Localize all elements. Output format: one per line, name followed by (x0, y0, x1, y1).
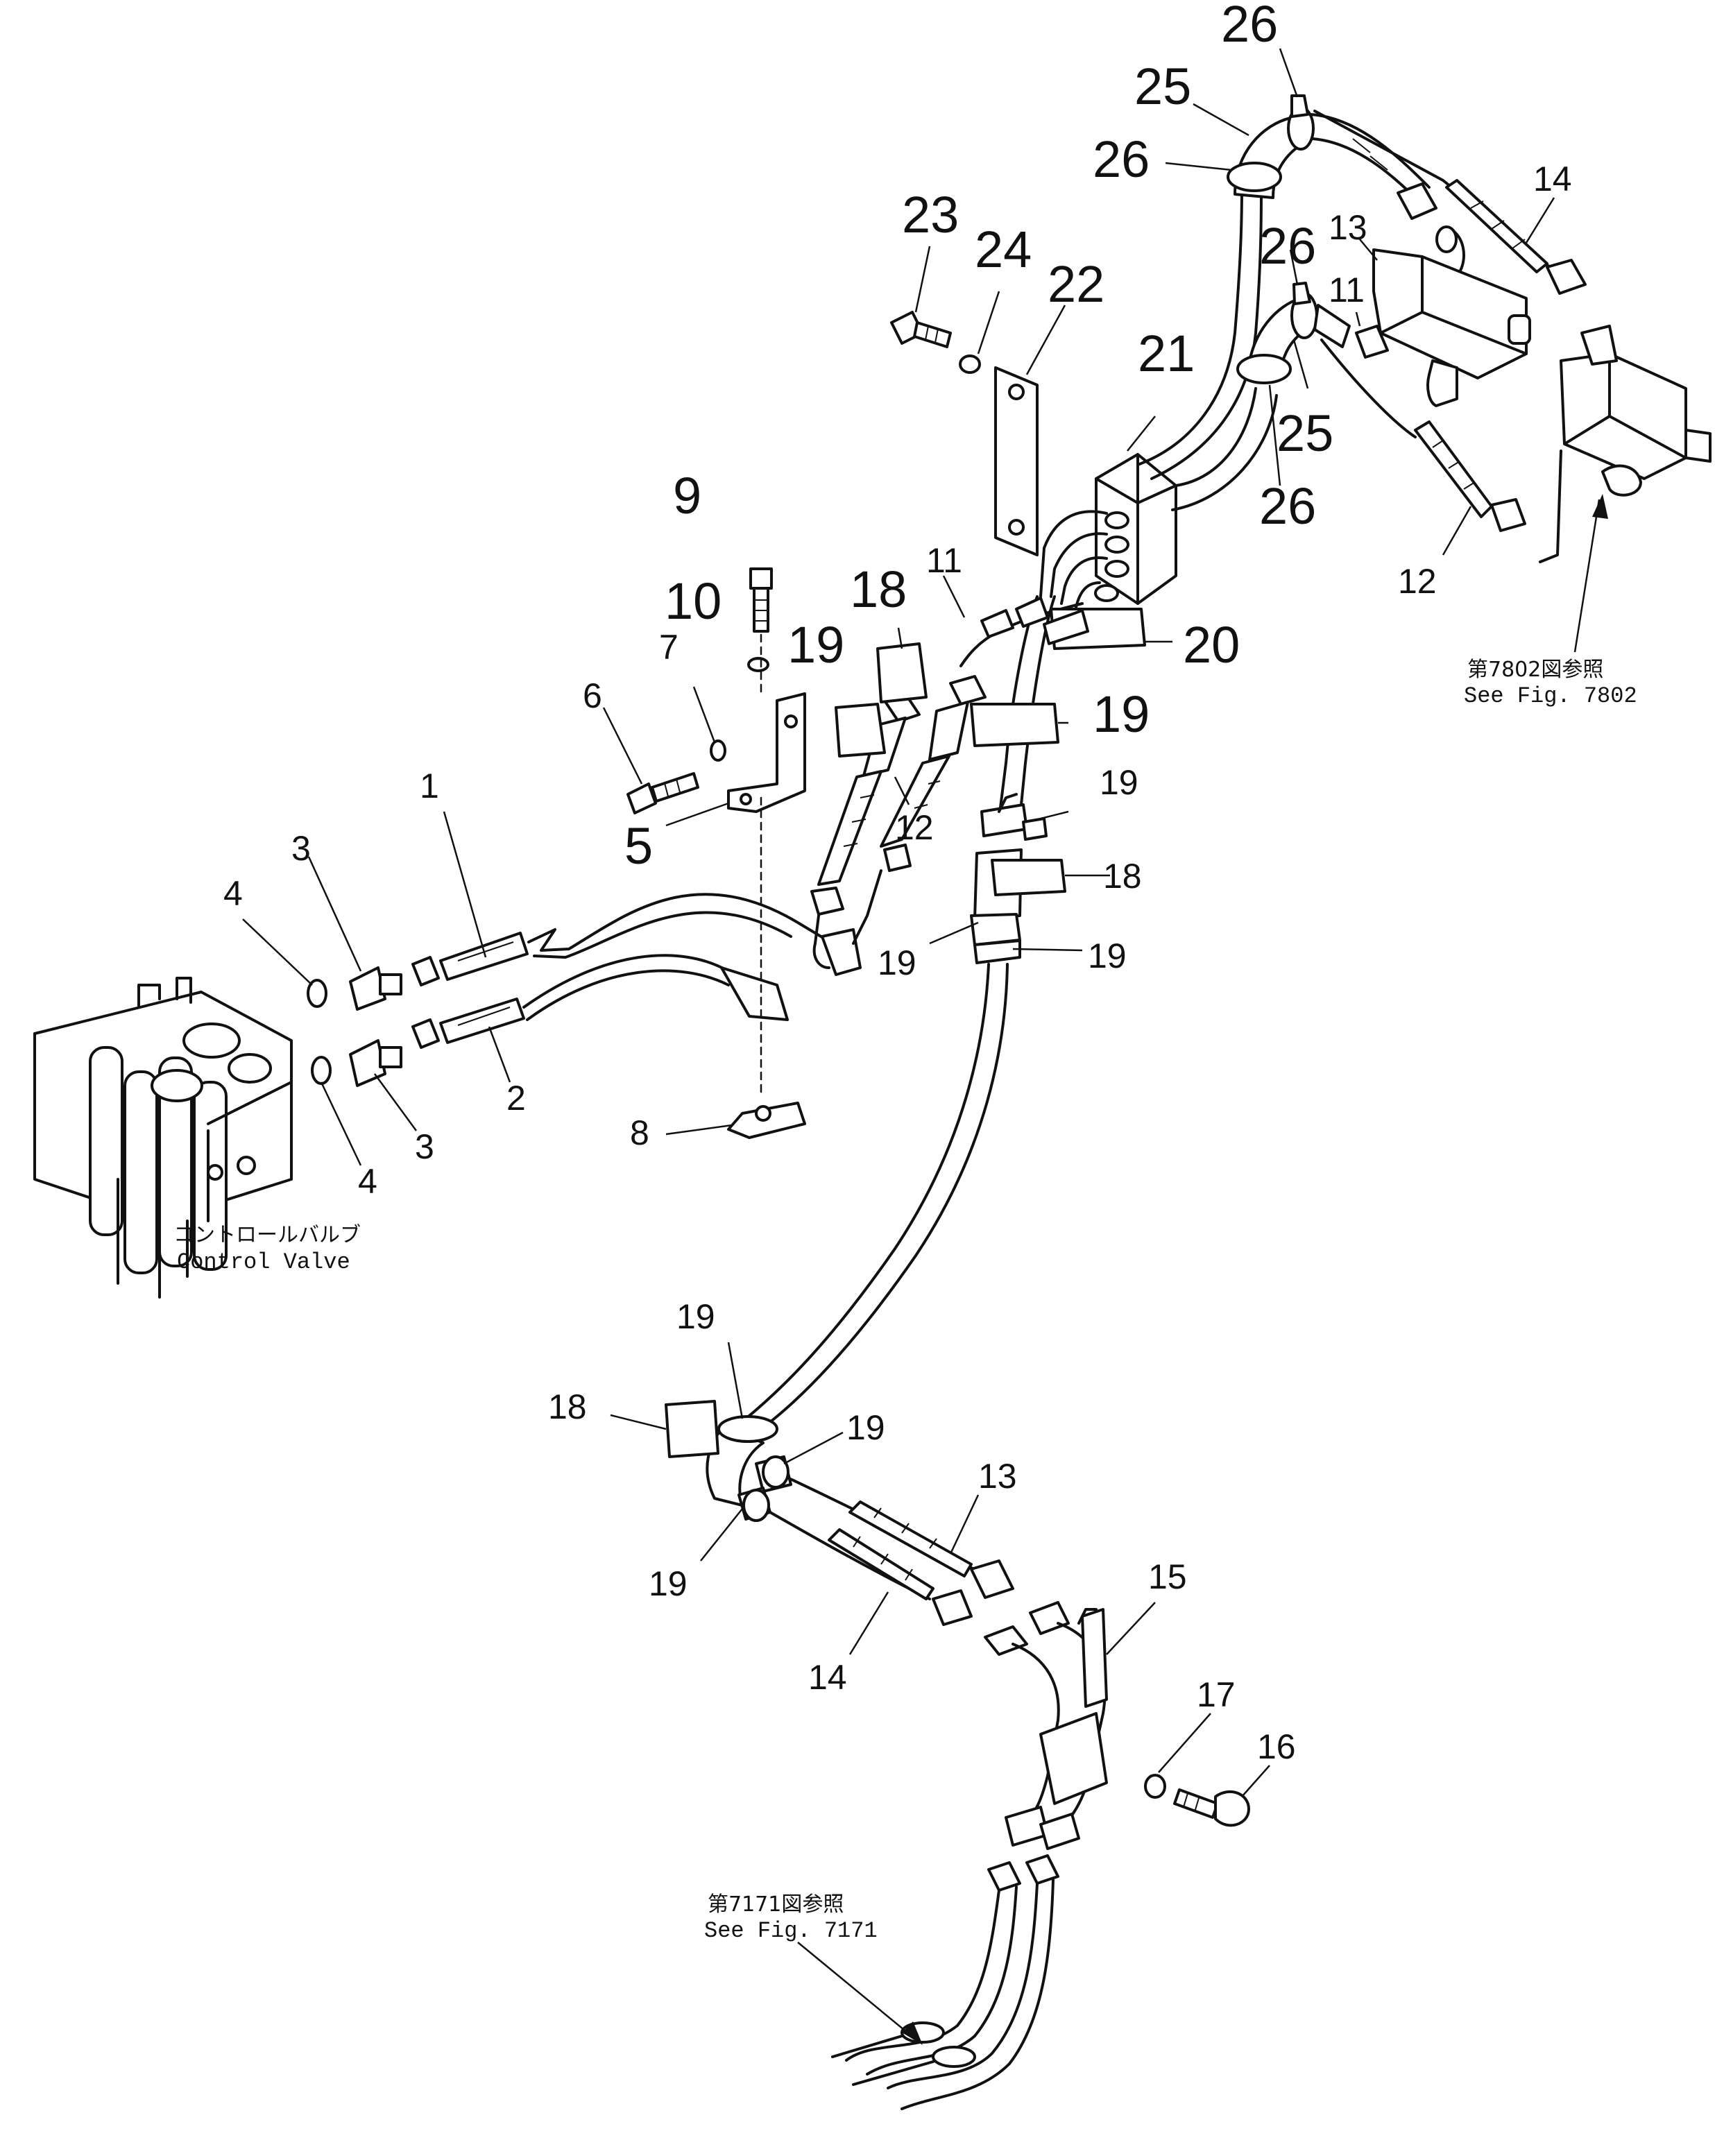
callout-1: 1 (420, 767, 439, 805)
callout-8: 8 (630, 1113, 649, 1152)
upper-valve-block-right (1539, 325, 1712, 563)
upper-hose-elbow-top (1136, 94, 1587, 480)
callout-4-upper: 4 (223, 874, 243, 913)
callout-9: 9 (673, 467, 701, 524)
ref-7802-label-jp: 第7802図参照 (1467, 658, 1603, 682)
control-valve-label-jp: コントロールバルブ (173, 1223, 361, 1247)
washer-24 (959, 354, 981, 374)
callout-23: 23 (902, 186, 959, 243)
lower-elbow (665, 1400, 1014, 1626)
tag-19-right (970, 703, 1059, 747)
bottom-hoses (831, 1854, 1059, 2110)
ref-7802-label-en: See Fig. 7802 (1464, 683, 1637, 709)
callout-17: 17 (1197, 1675, 1236, 1714)
callout-12-center: 12 (895, 808, 934, 847)
pipe-assembly-15 (984, 1601, 1108, 1850)
callout-26-lower: 26 (1259, 477, 1316, 535)
callout-16: 16 (1257, 1727, 1296, 1766)
callout-19-mid-left: 19 (878, 943, 916, 982)
ref-7171-label-jp: 第7171図参照 (708, 1892, 844, 1917)
ref-7171-label-en: See Fig. 7171 (704, 1918, 878, 1944)
callout-19-mid-upper: 19 (1100, 763, 1138, 802)
tag-19-left (835, 703, 886, 758)
callout-25-top: 25 (1134, 58, 1191, 115)
callout-20: 20 (1183, 616, 1240, 674)
callout-15: 15 (1148, 1557, 1187, 1596)
washer-10 (747, 657, 769, 672)
callout-18-mid: 18 (1103, 857, 1142, 896)
callout-7: 7 (659, 628, 678, 667)
callout-19-lower-top: 19 (676, 1297, 715, 1336)
callout-22: 22 (1048, 255, 1104, 313)
upper-valve-block-left (1372, 225, 1531, 407)
o-ring-lower (311, 1056, 332, 1085)
bolt-6 (626, 772, 699, 814)
callout-4-lower: 4 (358, 1162, 377, 1201)
callout-18-lower: 18 (548, 1387, 587, 1426)
callout-3-upper: 3 (291, 829, 311, 868)
tag-18-mid (991, 859, 1066, 896)
callout-24: 24 (975, 221, 1032, 278)
clamp-8 (727, 1102, 806, 1139)
callout-3-lower: 3 (415, 1127, 434, 1166)
bolt-16 (1173, 1788, 1250, 1827)
hose-block-21 (1039, 453, 1177, 612)
callout-25-mid: 25 (1277, 404, 1333, 462)
callout-11-center: 11 (926, 541, 962, 580)
hose-12-center (810, 692, 921, 916)
adapter-lower (349, 1039, 402, 1087)
callout-21: 21 (1138, 325, 1195, 382)
callout-13-upper: 13 (1329, 208, 1367, 247)
callout-13-lower: 13 (978, 1457, 1017, 1496)
hose-2 (411, 954, 789, 1049)
hose-1 (411, 893, 862, 986)
tag-18-top (876, 642, 928, 703)
callout-26-top: 26 (1221, 0, 1278, 53)
washer-17 (1144, 1774, 1166, 1799)
callout-26-upper: 26 (1093, 130, 1150, 188)
leader-lines (242, 48, 1555, 1797)
callout-26-mid: 26 (1259, 217, 1316, 275)
callout-6: 6 (583, 676, 602, 715)
callout-19-lower-left: 19 (649, 1564, 688, 1603)
control-valve-label-en: Control Valve (177, 1249, 350, 1275)
ref-arrow-7171 (797, 1942, 923, 2045)
callout-10: 10 (665, 572, 722, 630)
callout-2: 2 (506, 1079, 526, 1118)
adapter-upper (349, 966, 402, 1011)
callout-19-lower-right: 19 (846, 1408, 885, 1447)
bolt-23 (890, 311, 952, 348)
callout-5: 5 (624, 817, 653, 875)
o-ring-upper (307, 979, 327, 1008)
callout-11-upper: 11 (1329, 271, 1365, 309)
plate-22 (994, 366, 1039, 556)
hose-12-right (812, 675, 987, 969)
bracket (727, 692, 806, 813)
reference-labels: コントロールバルブ Control Valve 第7802図参照 See Fig… (173, 658, 1637, 1944)
callout-18-top: 18 (850, 561, 907, 618)
callout-19-top-left: 19 (787, 616, 844, 674)
washer-7 (710, 739, 726, 762)
callout-12-upper: 12 (1398, 562, 1437, 601)
callout-19-top-right: 19 (1093, 685, 1150, 743)
tag-20 (1043, 608, 1146, 650)
bolt-9 (749, 567, 773, 633)
callout-14-upper: 14 (1533, 160, 1572, 198)
callout-19-mid-right: 19 (1088, 936, 1127, 975)
callout-14-lower: 14 (808, 1658, 847, 1697)
control-valve (33, 977, 293, 1299)
ref-arrow-7802 (1573, 494, 1608, 653)
callout-numbers: 1 2 3 3 4 4 5 6 7 8 9 10 11 11 12 12 13 … (223, 0, 1572, 1766)
